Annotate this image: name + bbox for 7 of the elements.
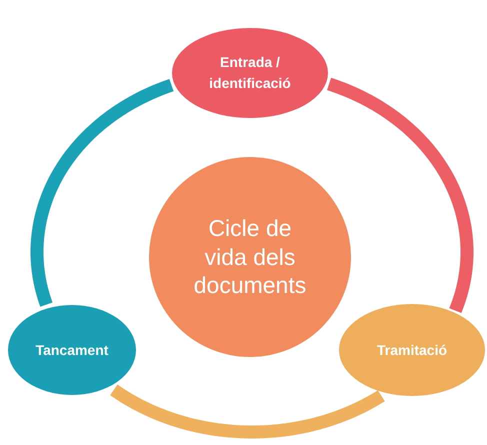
node-label: Entrada / identificació (208, 53, 292, 93)
node-label: Cicle de vida dels documents (192, 214, 308, 300)
node-label: Tramitació (376, 340, 448, 360)
ring-arc-connector (30, 78, 174, 308)
ring-arc-connector (326, 78, 474, 314)
node-label: Tancament (36, 340, 108, 360)
ring-arc-connector (110, 384, 385, 438)
